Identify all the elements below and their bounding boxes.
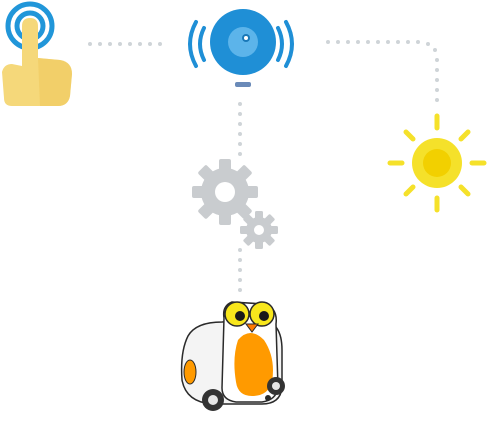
connector-sensor-sun: [326, 40, 439, 102]
sun-icon: [387, 113, 487, 213]
connector-gears-robot: [238, 248, 242, 292]
connector-touch-sensor: [88, 42, 162, 46]
touch-hand-icon: [2, 1, 72, 106]
sensor-icon: [188, 9, 294, 87]
robot-icon: [180, 301, 285, 411]
connector-sensor-gears: [238, 102, 242, 156]
gears-icon: [192, 159, 278, 249]
